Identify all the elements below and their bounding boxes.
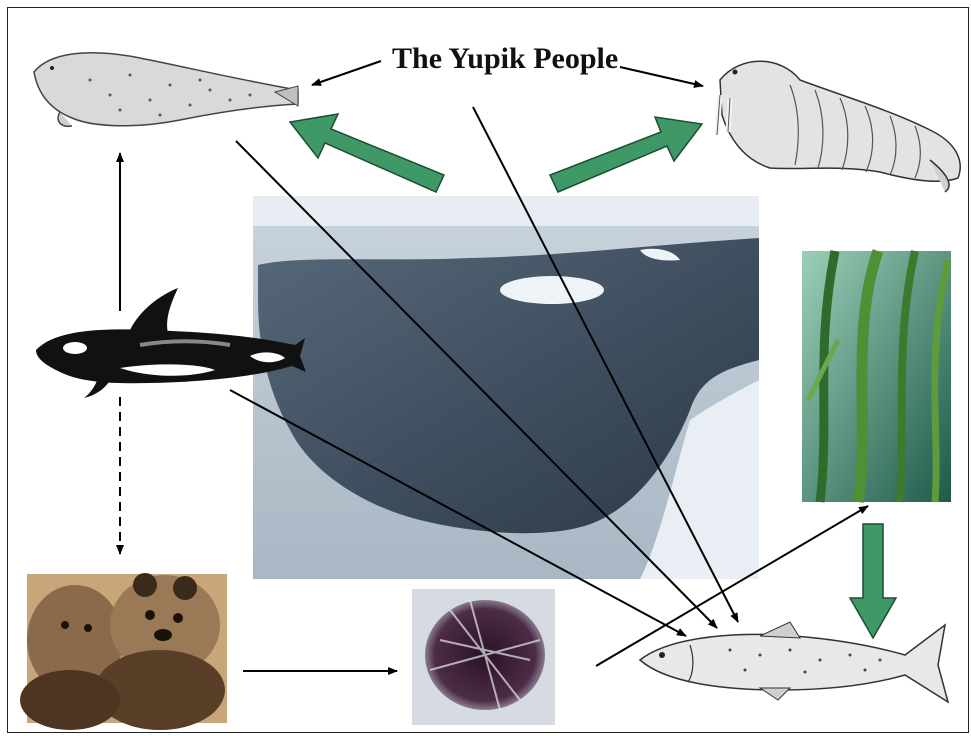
- salmon-illustration: [640, 622, 948, 702]
- sea-urchin-photo: [412, 589, 555, 725]
- sea-otters-photo: [20, 573, 227, 730]
- walrus-illustration: [717, 61, 960, 192]
- seal-illustration: [34, 53, 298, 127]
- sea-ice-photo: [253, 196, 759, 579]
- arrow-title-to-seal: [312, 61, 381, 85]
- green-arrow-kelp-to-salmon: [850, 524, 896, 638]
- kelp-forest-photo: [802, 251, 951, 502]
- arrow-title-to-walrus: [620, 67, 703, 86]
- green-arrow-to-seal: [290, 114, 444, 192]
- page-title: The Yupik People: [392, 42, 618, 76]
- green-arrow-to-walrus: [550, 117, 702, 192]
